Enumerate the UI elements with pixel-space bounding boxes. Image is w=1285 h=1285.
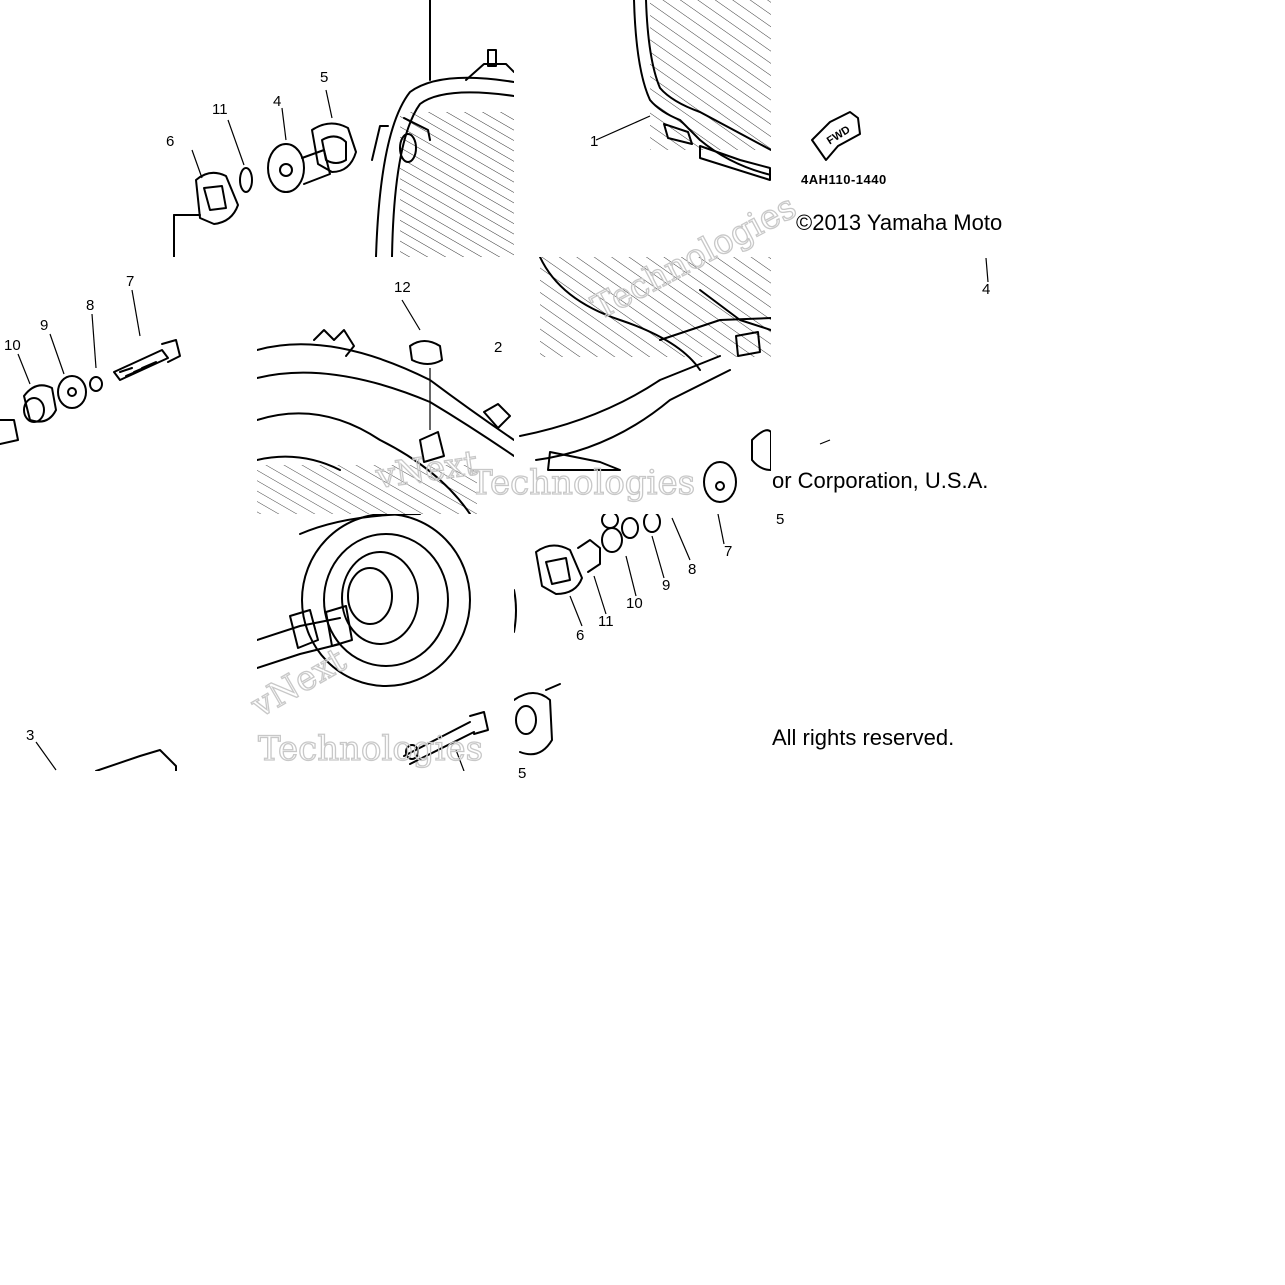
callout-10-left: 10 xyxy=(4,337,21,354)
callout-8-left: 8 xyxy=(86,297,94,314)
stray-mark xyxy=(819,439,831,445)
callout-4: 4 xyxy=(273,93,281,110)
callout-11: 11 xyxy=(212,101,228,118)
callout-9-left: 9 xyxy=(40,317,48,334)
tile-bracket xyxy=(519,257,771,503)
callout-6: 6 xyxy=(166,133,174,150)
callout-7-right: 7 xyxy=(724,543,732,560)
tile-headlight-side xyxy=(257,329,514,514)
tile-headlight-shell xyxy=(595,0,771,181)
copyright-end: or Corporation, U.S.A. xyxy=(772,468,989,493)
callout-6-right: 6 xyxy=(576,627,584,644)
copyright-start: ©2013 Yamaha Moto xyxy=(796,210,1003,235)
fwd-label: FWD xyxy=(825,124,853,147)
callout-7-left: 7 xyxy=(126,273,134,290)
tile-bulb-socket xyxy=(257,514,489,771)
callout-2: 2 xyxy=(494,339,502,356)
watermark-ext: vNext xyxy=(244,640,353,726)
callout-1: 1 xyxy=(590,133,598,150)
callout-11-right: 11 xyxy=(598,613,614,630)
callout-5-right: 5 xyxy=(776,511,784,528)
callout-12: 12 xyxy=(394,279,411,296)
callout-labels: 6 11 4 5 1 4 7 8 9 10 12 2 5 7 8 9 10 11… xyxy=(4,69,990,782)
tile-bolt-stack-left xyxy=(0,289,181,445)
watermark-technologies: Technologies xyxy=(470,463,695,503)
callout-4-right: 4 xyxy=(982,281,990,298)
callout-5: 5 xyxy=(320,69,328,86)
watermark-technologies-bottom: Technologies xyxy=(258,729,483,769)
tile-headlight-left xyxy=(267,0,514,257)
callout-9-right: 9 xyxy=(662,577,670,594)
rights-reserved: All rights reserved. xyxy=(772,725,955,750)
leader-4-right xyxy=(985,257,989,283)
callout-10-right: 10 xyxy=(626,595,643,612)
callout-5-bottom: 5 xyxy=(518,765,526,782)
tile-part-3 xyxy=(35,741,177,771)
callout-8-right: 8 xyxy=(688,561,696,578)
part-code: 4AH110-1440 xyxy=(801,172,887,187)
fwd-arrow: FWD xyxy=(811,111,861,161)
callout-3: 3 xyxy=(26,727,34,744)
leader-12 xyxy=(401,299,421,331)
tile-mount-parts-right xyxy=(514,514,725,756)
tile-mount-parts-top-left xyxy=(173,119,253,257)
